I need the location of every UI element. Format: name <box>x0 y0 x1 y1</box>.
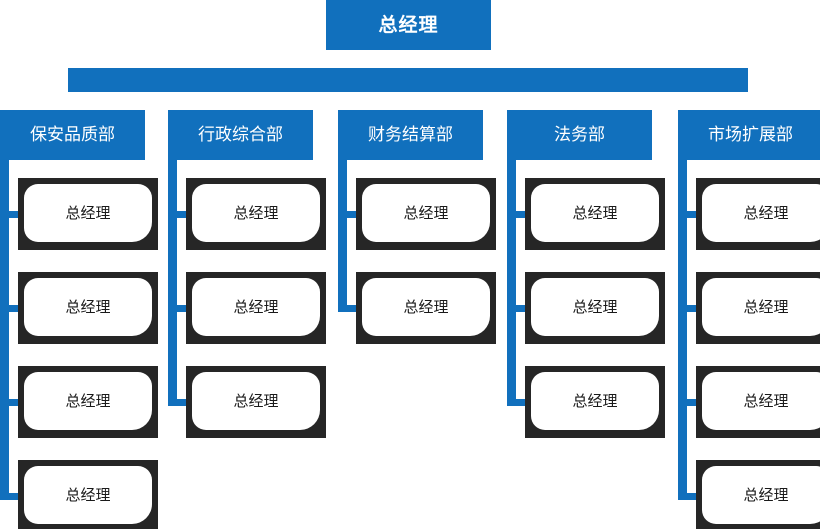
sub-node-box[interactable]: 总经理 <box>186 272 326 344</box>
sub-node-label: 总经理 <box>65 485 111 504</box>
node-connector-stub <box>516 211 528 218</box>
sub-node-inner-plate: 总经理 <box>702 372 820 430</box>
node-connector-stub <box>177 399 189 406</box>
sub-node-label: 总经理 <box>572 203 618 222</box>
sub-node-box[interactable]: 总经理 <box>18 272 158 344</box>
sub-node-label: 总经理 <box>743 297 789 316</box>
sub-node-label: 总经理 <box>743 203 789 222</box>
sub-node-inner-plate: 总经理 <box>362 278 490 336</box>
department-header-label: 法务部 <box>554 124 605 145</box>
sub-node-inner-plate: 总经理 <box>531 278 659 336</box>
sub-node-label: 总经理 <box>65 203 111 222</box>
sub-node-label: 总经理 <box>572 391 618 410</box>
node-connector-stub <box>177 305 189 312</box>
sub-node-label: 总经理 <box>233 391 279 410</box>
sub-node-inner-plate: 总经理 <box>24 466 152 524</box>
node-connector-stub <box>516 399 528 406</box>
sub-node-inner-plate: 总经理 <box>702 184 820 242</box>
node-connector-stub <box>687 493 699 500</box>
sub-node-inner-plate: 总经理 <box>531 184 659 242</box>
department-header-box[interactable]: 市场扩展部 <box>678 110 820 160</box>
department-connector-spine <box>507 160 516 406</box>
department-connector-spine <box>678 160 687 500</box>
sub-node-label: 总经理 <box>403 203 449 222</box>
department-header-label: 保安品质部 <box>30 124 115 145</box>
sub-node-box[interactable]: 总经理 <box>356 178 496 250</box>
node-connector-stub <box>9 493 21 500</box>
sub-node-inner-plate: 总经理 <box>702 466 820 524</box>
node-connector-stub <box>516 305 528 312</box>
sub-node-box[interactable]: 总经理 <box>186 366 326 438</box>
sub-node-box[interactable]: 总经理 <box>525 366 665 438</box>
sub-node-box[interactable]: 总经理 <box>18 460 158 529</box>
sub-node-inner-plate: 总经理 <box>192 372 320 430</box>
department-connector-spine <box>0 160 9 500</box>
sub-node-box[interactable]: 总经理 <box>525 272 665 344</box>
horizontal-connector-bar <box>68 68 748 92</box>
sub-node-label: 总经理 <box>65 297 111 316</box>
node-connector-stub <box>9 399 21 406</box>
sub-node-inner-plate: 总经理 <box>192 184 320 242</box>
sub-node-box[interactable]: 总经理 <box>696 178 820 250</box>
sub-node-label: 总经理 <box>403 297 449 316</box>
sub-node-label: 总经理 <box>233 203 279 222</box>
sub-node-inner-plate: 总经理 <box>362 184 490 242</box>
sub-node-label: 总经理 <box>65 391 111 410</box>
node-connector-stub <box>687 399 699 406</box>
sub-node-box[interactable]: 总经理 <box>696 460 820 529</box>
sub-node-label: 总经理 <box>572 297 618 316</box>
node-connector-stub <box>9 211 21 218</box>
sub-node-box[interactable]: 总经理 <box>356 272 496 344</box>
node-connector-stub <box>347 211 359 218</box>
sub-node-box[interactable]: 总经理 <box>696 366 820 438</box>
department-connector-spine <box>338 160 347 312</box>
node-connector-stub <box>347 305 359 312</box>
sub-node-box[interactable]: 总经理 <box>696 272 820 344</box>
sub-node-box[interactable]: 总经理 <box>186 178 326 250</box>
sub-node-label: 总经理 <box>743 485 789 504</box>
root-node-box[interactable]: 总经理 <box>326 0 491 50</box>
department-header-label: 市场扩展部 <box>708 124 793 145</box>
department-header-box[interactable]: 保安品质部 <box>0 110 145 160</box>
sub-node-inner-plate: 总经理 <box>24 184 152 242</box>
node-connector-stub <box>687 305 699 312</box>
sub-node-inner-plate: 总经理 <box>531 372 659 430</box>
department-header-box[interactable]: 财务结算部 <box>338 110 483 160</box>
root-node-label: 总经理 <box>378 13 439 36</box>
sub-node-inner-plate: 总经理 <box>24 278 152 336</box>
sub-node-inner-plate: 总经理 <box>702 278 820 336</box>
department-header-label: 财务结算部 <box>368 124 453 145</box>
sub-node-box[interactable]: 总经理 <box>525 178 665 250</box>
sub-node-label: 总经理 <box>743 391 789 410</box>
department-header-box[interactable]: 行政综合部 <box>168 110 313 160</box>
sub-node-box[interactable]: 总经理 <box>18 366 158 438</box>
node-connector-stub <box>9 305 21 312</box>
department-header-box[interactable]: 法务部 <box>507 110 652 160</box>
sub-node-box[interactable]: 总经理 <box>18 178 158 250</box>
department-header-label: 行政综合部 <box>198 124 283 145</box>
node-connector-stub <box>687 211 699 218</box>
sub-node-label: 总经理 <box>233 297 279 316</box>
department-connector-spine <box>168 160 177 406</box>
node-connector-stub <box>177 211 189 218</box>
sub-node-inner-plate: 总经理 <box>192 278 320 336</box>
sub-node-inner-plate: 总经理 <box>24 372 152 430</box>
